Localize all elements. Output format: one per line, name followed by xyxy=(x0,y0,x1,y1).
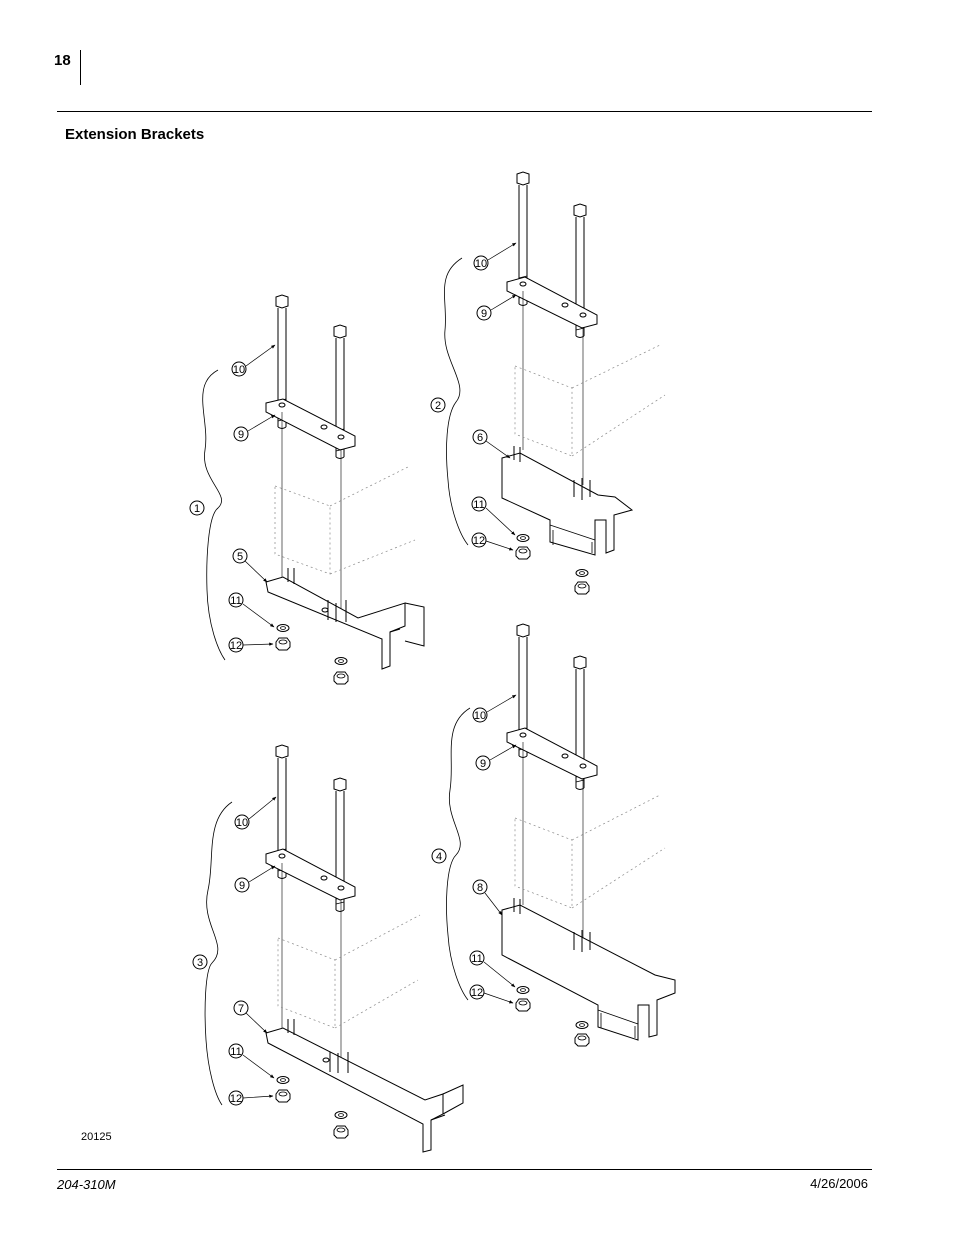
svg-text:11: 11 xyxy=(473,499,484,511)
page-number-divider xyxy=(80,50,81,85)
svg-text:11: 11 xyxy=(230,1046,241,1058)
callouts-3: 10 9 3 7 11 12 xyxy=(192,796,277,1106)
page-number: 18 xyxy=(54,52,71,69)
svg-text:12: 12 xyxy=(471,987,483,999)
assembly-4: 10 9 4 8 11 12 xyxy=(431,623,676,1047)
svg-text:3: 3 xyxy=(197,957,203,969)
document-number: 204-310M xyxy=(57,1177,116,1192)
header-rule xyxy=(57,111,872,112)
svg-text:12: 12 xyxy=(473,535,485,547)
svg-text:11: 11 xyxy=(230,595,241,607)
svg-text:10: 10 xyxy=(236,817,248,829)
svg-text:9: 9 xyxy=(480,758,486,770)
footer-rule xyxy=(57,1169,872,1170)
document-date: 4/26/2006 xyxy=(810,1176,868,1191)
svg-text:6: 6 xyxy=(477,432,483,444)
assembly-2: 10 9 2 6 11 12 xyxy=(430,171,666,595)
svg-text:12: 12 xyxy=(230,1093,242,1105)
assembly-1: 10 9 1 5 11 12 xyxy=(189,294,425,685)
svg-text:11: 11 xyxy=(471,953,482,965)
svg-text:5: 5 xyxy=(237,551,243,563)
svg-text:2: 2 xyxy=(435,400,441,412)
svg-text:10: 10 xyxy=(474,710,486,722)
svg-text:4: 4 xyxy=(436,851,442,863)
svg-text:9: 9 xyxy=(239,880,245,892)
figure-id: 20125 xyxy=(81,1131,112,1143)
svg-text:8: 8 xyxy=(477,882,483,894)
svg-text:1: 1 xyxy=(194,503,200,515)
svg-text:12: 12 xyxy=(230,640,242,652)
callouts-4: 10 9 4 8 11 12 xyxy=(431,694,517,1004)
callouts-2: 10 9 2 6 11 12 xyxy=(430,242,517,551)
svg-text:9: 9 xyxy=(481,308,487,320)
svg-text:9: 9 xyxy=(238,429,244,441)
assembly-3: 10 9 3 7 11 12 xyxy=(192,744,464,1153)
svg-text:10: 10 xyxy=(233,364,245,376)
callouts-1: 10 9 1 5 11 12 xyxy=(189,344,276,653)
svg-text:7: 7 xyxy=(238,1003,244,1015)
svg-text:10: 10 xyxy=(475,258,487,270)
section-title: Extension Brackets xyxy=(65,126,205,143)
